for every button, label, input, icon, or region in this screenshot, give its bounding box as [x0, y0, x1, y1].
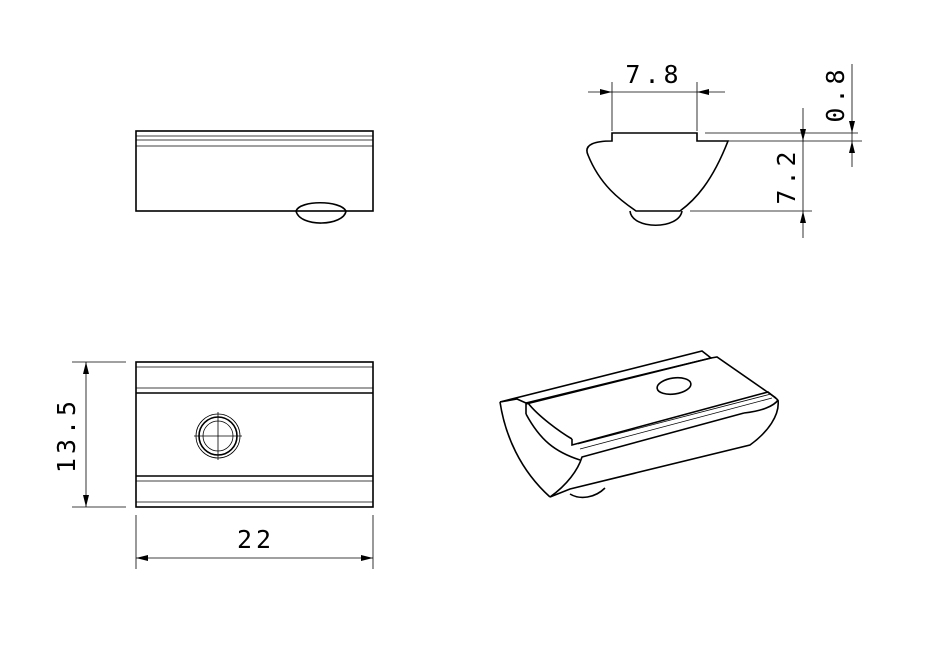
dimension-width-label: 13.5: [52, 397, 81, 473]
dimension-length-label: 22: [237, 525, 275, 554]
dimension-length: 22: [135, 515, 374, 569]
top-view: [135, 361, 374, 508]
side-view: [135, 130, 374, 224]
end-view: [586, 132, 730, 227]
dimension-width: 13.5: [52, 361, 126, 508]
dimension-body-height: 7.2: [690, 108, 862, 238]
dimension-slot-width: 7.8: [588, 60, 725, 131]
dimension-slot-width-label: 7.8: [625, 60, 682, 89]
dimension-lip-height: 0.8: [821, 64, 855, 167]
dimension-body-height-label: 7.2: [772, 147, 801, 204]
dimension-lip-height-label: 0.8: [821, 65, 850, 122]
isometric-view: [499, 350, 779, 499]
